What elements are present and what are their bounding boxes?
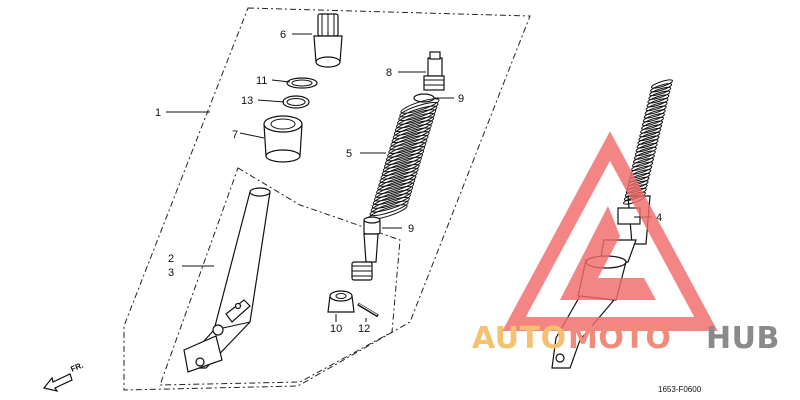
watermark-part-2: MOTO [568,321,671,356]
spring-coil [371,193,411,209]
spring-coil [641,116,664,127]
spring-coil [377,175,417,191]
spring-coil [399,101,439,118]
callout-8: 8 [386,67,392,79]
part-5-spring [368,98,440,220]
spring-coil [644,105,667,115]
spring-coil [380,164,420,180]
watermark-logo-icon [502,131,718,331]
callout-1: 1 [155,107,161,119]
spring-coil [633,150,656,160]
spring-coil [376,178,416,195]
watermark-part-1: AUTO [472,321,567,356]
callout-9-upper: 9 [458,93,464,105]
part-12-pin [357,302,379,318]
part-7-bushing [263,115,303,163]
watermark-part-3: HUB [706,321,780,356]
diagram-code: 1653-F0600 [658,385,702,394]
spring-coil [636,139,659,149]
spring-coil [394,116,435,133]
spring-coil [642,113,665,123]
callout-3: 3 [168,267,174,279]
spring-coil [386,145,426,162]
spring-coil [632,157,655,168]
spring-coil [391,127,431,143]
spring-coil [650,83,673,93]
callout-13: 13 [241,95,253,107]
spring-coil [378,171,418,187]
spring-coil [648,90,671,100]
spring-coil [390,131,430,147]
front-direction-arrow-icon [42,373,73,392]
part-9-collar-lower [363,216,381,235]
spring-coil [398,105,438,122]
callout-11: 11 [256,75,267,87]
spring-coil [632,154,655,164]
callout-7: 7 [232,129,238,141]
spring-coil [382,156,422,173]
spring-coil [397,109,437,125]
spring-coil [396,112,436,129]
spring-coil [646,98,669,108]
callout-2: 2 [168,253,174,265]
part-2-3-fork-tube [183,187,271,373]
callout-12: 12 [358,323,370,335]
spring-coil [649,86,672,97]
spring-coil [640,124,663,134]
part-damper-rod-lower [351,233,379,281]
spring-coil [375,182,415,198]
spring-coil [631,161,654,171]
direction-label: FR. [69,361,84,374]
callout-4: 4 [656,212,662,224]
spring-coil [370,196,410,213]
spring-coil [393,120,433,136]
spring-coil [645,101,668,112]
callout-9-lower: 9 [408,223,414,235]
spring-coil [392,123,432,140]
spring-coil [651,79,673,89]
spring-coil [373,185,414,202]
spring-coil [638,131,661,142]
spring-coil [372,189,412,206]
spring-coil [381,160,421,176]
spring-coil [388,138,428,154]
callout-10: 10 [330,323,342,335]
spring-coil [637,135,660,145]
spring-coil [643,109,666,119]
spring-coil [387,142,427,158]
spring-coil [379,167,419,184]
callout-5: 5 [346,148,352,160]
part-10-nut [327,290,355,313]
watermark-text: AUTO MOTO HUB [472,321,780,356]
assembly-boundary-outer [123,7,531,391]
spring-coil [389,134,429,151]
spring-coil [383,153,424,169]
spring-coil [369,200,409,217]
assembly-boundary-inner [159,167,401,386]
spring-coil [634,146,657,157]
spring-coil [639,127,662,138]
spring-coil [641,120,664,130]
callout-6: 6 [280,29,286,41]
part-8-rod-top [423,51,445,91]
spring-coil [635,142,658,153]
spring-coil [384,149,425,165]
spring-coil [647,94,670,104]
part-6-collar [313,13,343,68]
spring-coil [400,98,440,114]
